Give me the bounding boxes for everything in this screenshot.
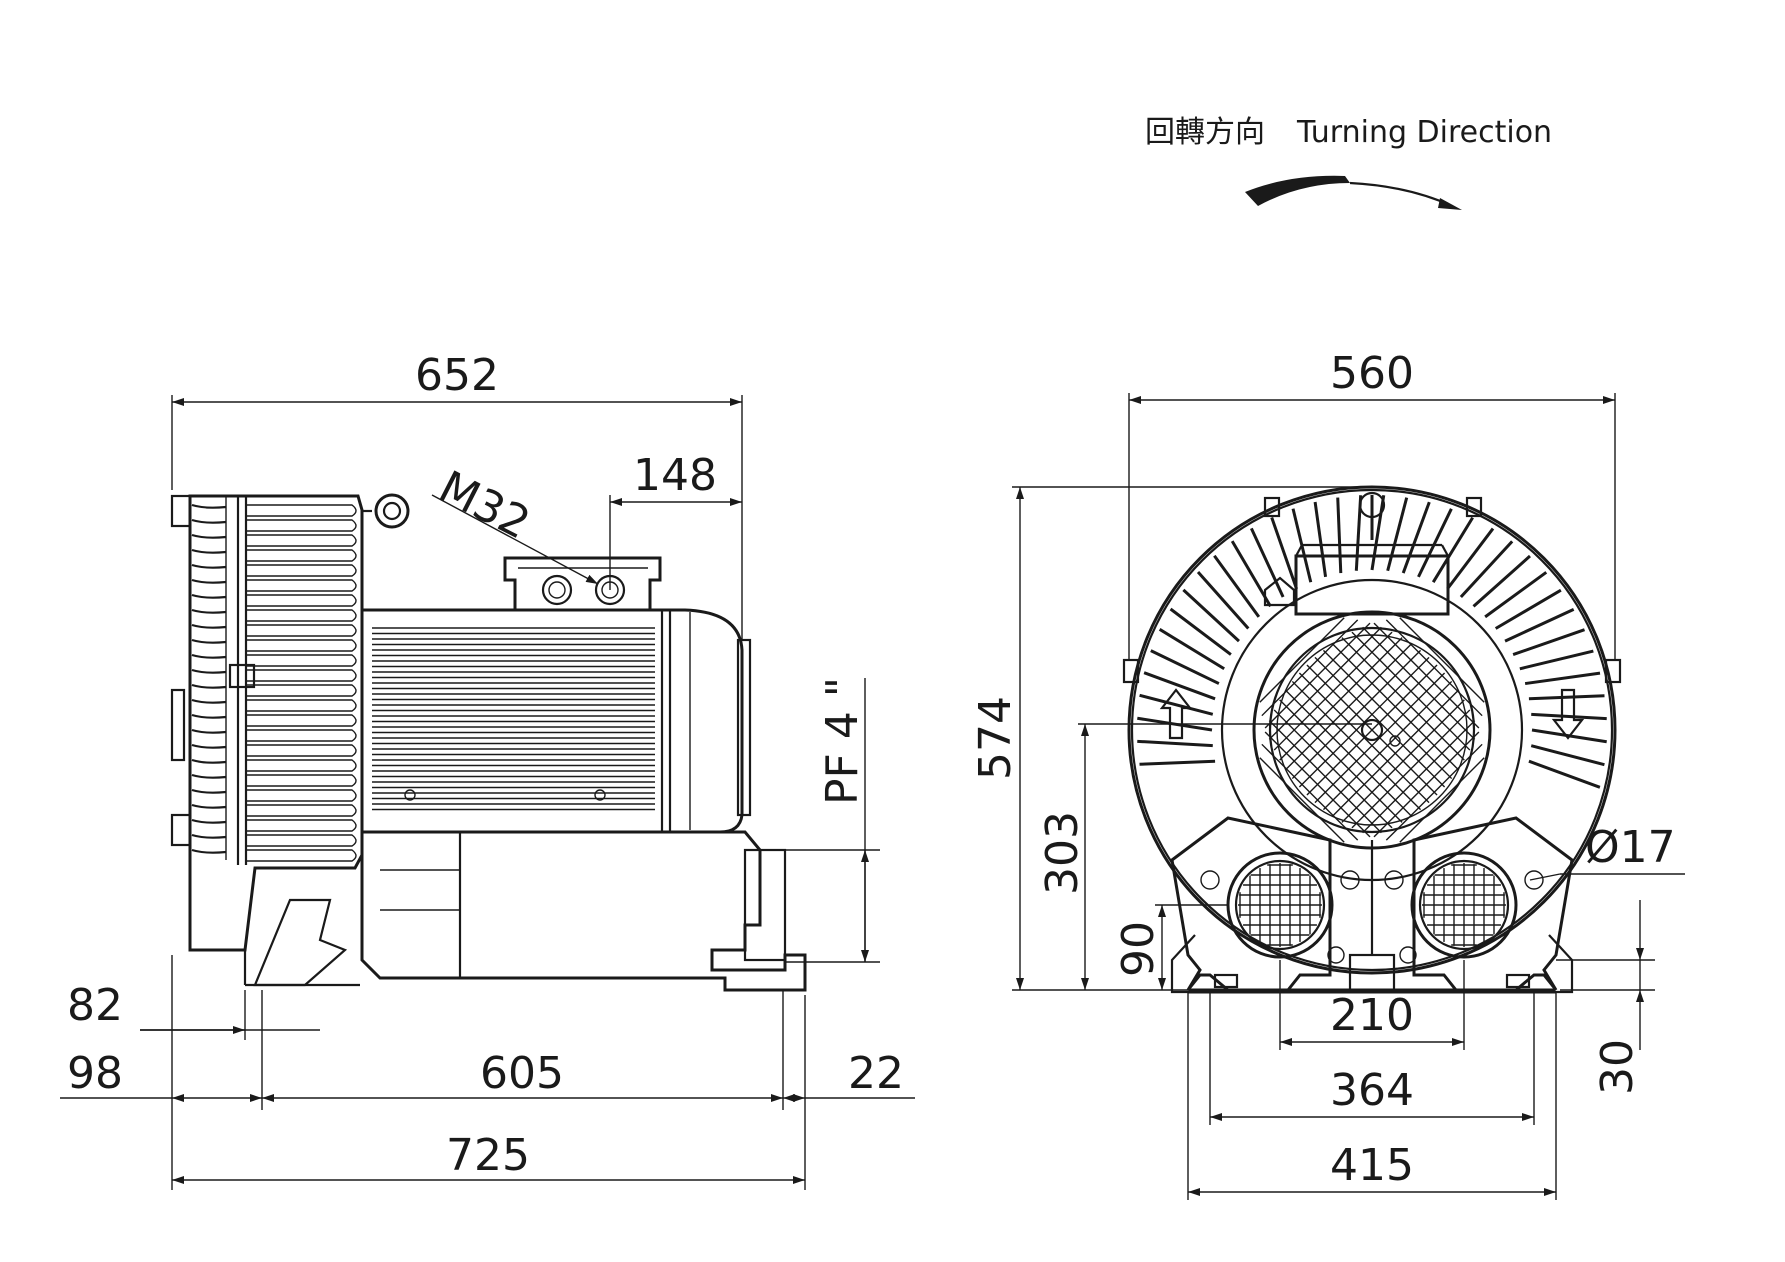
fan-grid [1259,617,1485,843]
dimension-415: 415 [1187,992,1557,1200]
dim-560-label: 560 [1330,348,1414,399]
dim-652-label: 652 [415,350,499,401]
turning-direction-title: 回轉方向 Turning Direction [1145,115,1552,150]
dim-22-label: 22 [848,1048,904,1099]
terminal-box [503,556,662,612]
dim-725-label: 725 [446,1130,530,1181]
impeller-housing [1122,485,1622,975]
dim-574-label: 574 [970,696,1021,780]
motor-body [360,608,752,834]
housing-fins [191,503,357,862]
outlet-port-right [1384,851,1544,964]
blower-base [243,830,807,992]
title-chinese: 回轉方向 [1145,115,1265,150]
cable-gland-callout: M32 [431,461,599,585]
dimension-82: 82 [67,980,320,1040]
dim-148-label: 148 [633,450,717,501]
dimension-98-605-22: 98 605 22 [60,955,915,1110]
dim-303-label: 303 [1037,811,1088,895]
dimension-560: 560 [1128,348,1616,660]
dim-90-label: 90 [1113,921,1164,977]
dimension-210: 210 [1279,960,1465,1050]
dimension-mount-hole: Ø17 [1529,822,1685,881]
blower-ports-base [1170,816,1574,994]
pf4-label: PF 4 " [817,677,868,805]
motor-cooling-fins [372,627,655,811]
dim-82-label: 82 [67,980,123,1031]
flow-arrows [1159,688,1585,740]
dim-30-label: 30 [1592,1039,1643,1095]
dim-605-label: 605 [480,1048,564,1099]
dim-17-label: Ø17 [1585,822,1676,873]
dimension-148: 148 [609,450,742,590]
port-thread-callout: PF 4 " [785,677,880,963]
dimension-574: 574 [970,486,1365,991]
turning-direction-arrow-icon [1245,175,1462,210]
fan-cover-grille [1252,610,1492,850]
side-view: 652 148 M32 PF 4 " 82 [60,350,915,1190]
title-english: Turning Direction [1296,115,1552,150]
dimension-652: 652 [171,350,743,640]
dimension-725: 725 [171,1110,806,1190]
dimension-90: 90 [1113,904,1228,990]
dim-364-label: 364 [1330,1065,1414,1116]
dim-210-label: 210 [1330,990,1414,1041]
blower-housing [170,494,364,952]
lifting-eye-icon [362,493,410,529]
dimension-303: 303 [1037,723,1372,990]
dimension-364: 364 [1209,992,1535,1125]
dim-98-label: 98 [67,1048,123,1099]
m32-label: M32 [431,461,538,549]
dim-415-label: 415 [1330,1140,1414,1191]
inlet-port-left [1200,851,1360,964]
front-view: 560 574 303 90 Ø17 [970,348,1685,1200]
terminal-box-front [1263,543,1450,616]
dimension-30: 30 [1556,900,1655,1095]
